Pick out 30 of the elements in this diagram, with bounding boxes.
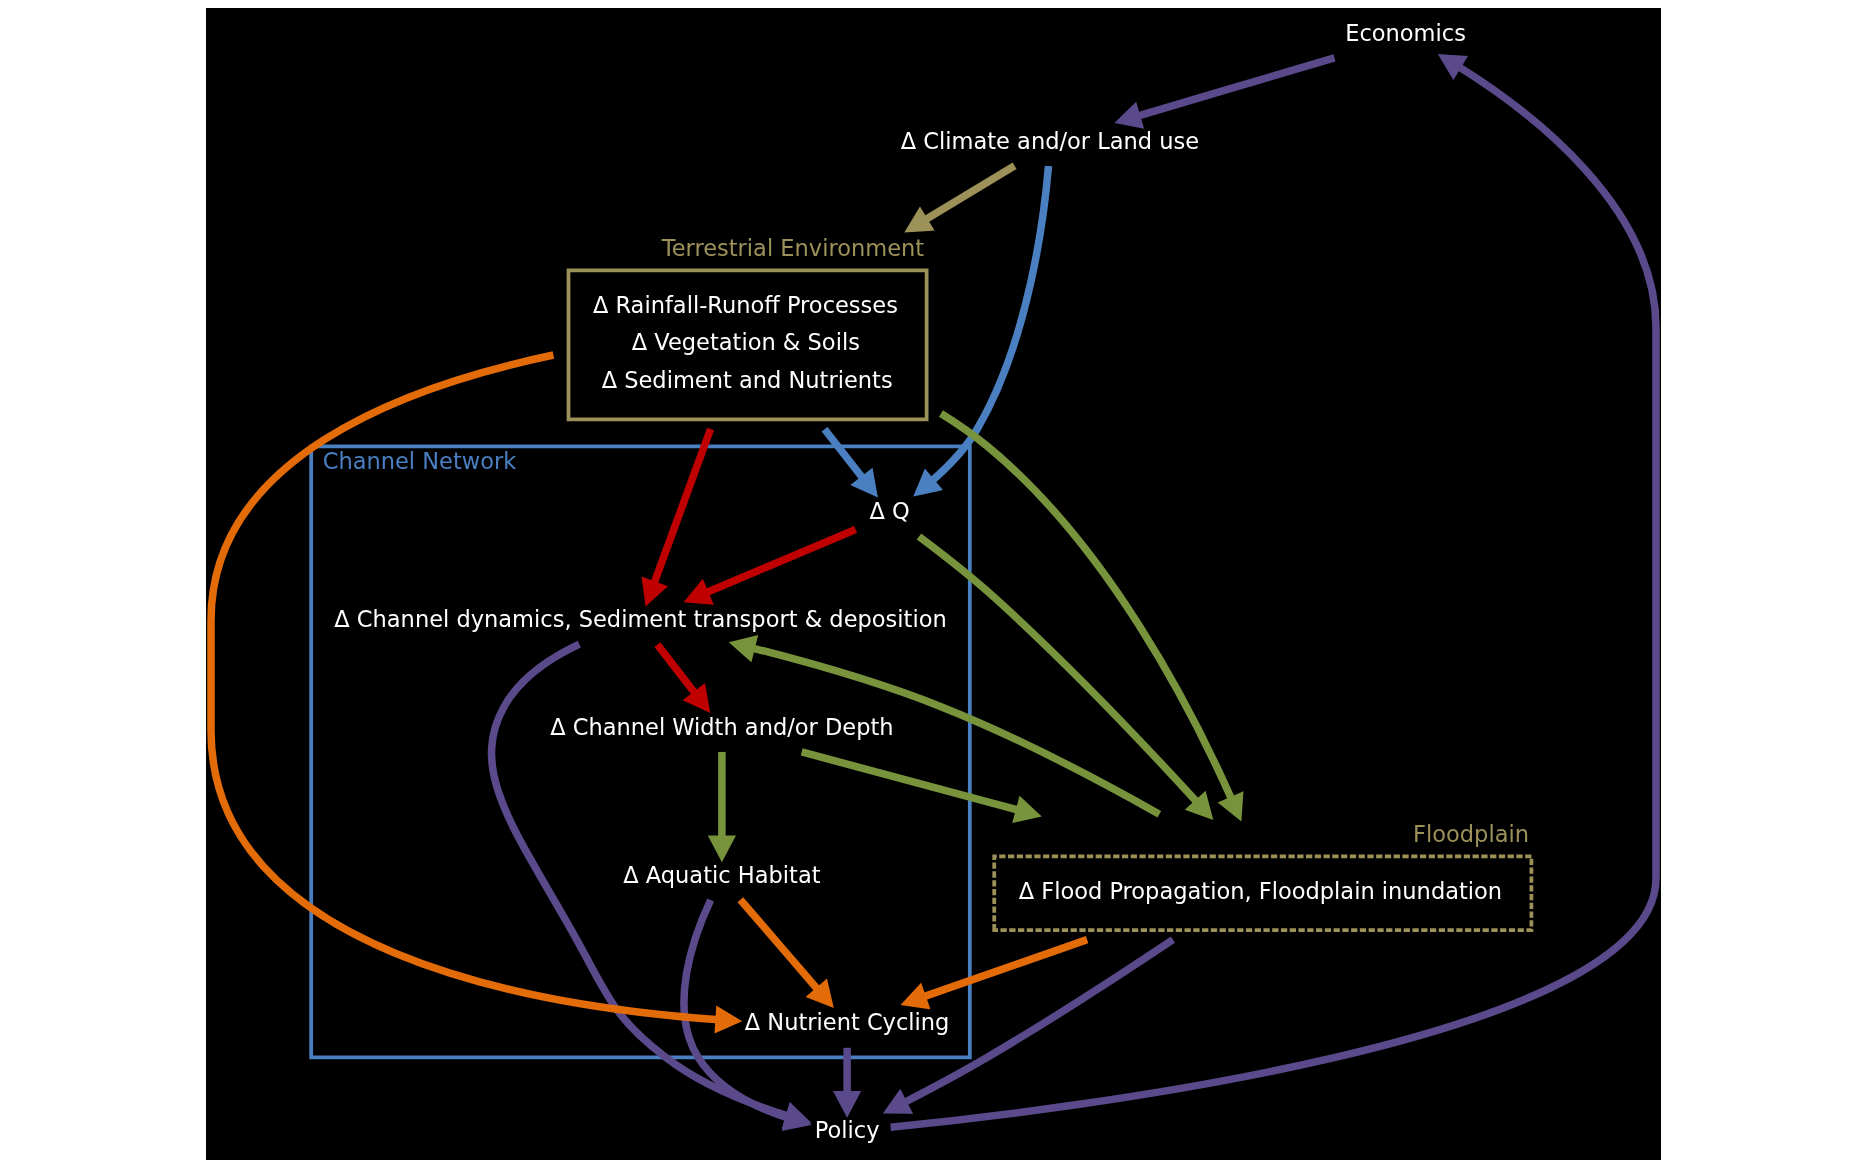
arrow	[707, 751, 736, 863]
arrow	[899, 936, 1088, 1010]
arrow	[737, 897, 834, 1009]
arrow	[653, 642, 710, 713]
node-text: Economics	[1344, 20, 1466, 47]
node-label: Floodplain	[1412, 821, 1529, 848]
arrow	[641, 427, 714, 607]
arrow	[206, 351, 742, 1034]
arrow	[683, 526, 857, 605]
arrow	[889, 54, 1660, 1131]
node-label: Terrestrial Environment	[661, 235, 924, 262]
arrow	[916, 533, 1213, 821]
arrow	[903, 162, 1017, 233]
arrow	[800, 748, 1042, 824]
node-text: Δ Channel dynamics, Sediment transport & deposition	[333, 606, 947, 633]
arrow	[912, 165, 1052, 497]
node-box: Δ Rainfall-Runoff Processes Δ Vegetation & Soils Δ Sediment and Nutrients	[566, 268, 928, 422]
node-text: Policy	[814, 1116, 879, 1143]
node-text: Δ Nutrient Cycling	[744, 1009, 949, 1036]
node-text: Δ Aquatic Habitat	[622, 861, 821, 888]
node-text: Δ Channel Width and/or Depth	[549, 713, 894, 740]
arrow	[728, 634, 1161, 818]
node-text: Δ Climate and/or Land use	[900, 127, 1199, 154]
node-box: Δ Flood Propagation, Floodplain inundation	[991, 854, 1533, 933]
arrow	[821, 426, 878, 498]
arrow	[882, 936, 1175, 1114]
arrow	[1113, 54, 1335, 129]
arrow	[832, 1047, 861, 1118]
node-text: Δ Q	[869, 498, 910, 525]
arrow	[938, 410, 1243, 822]
